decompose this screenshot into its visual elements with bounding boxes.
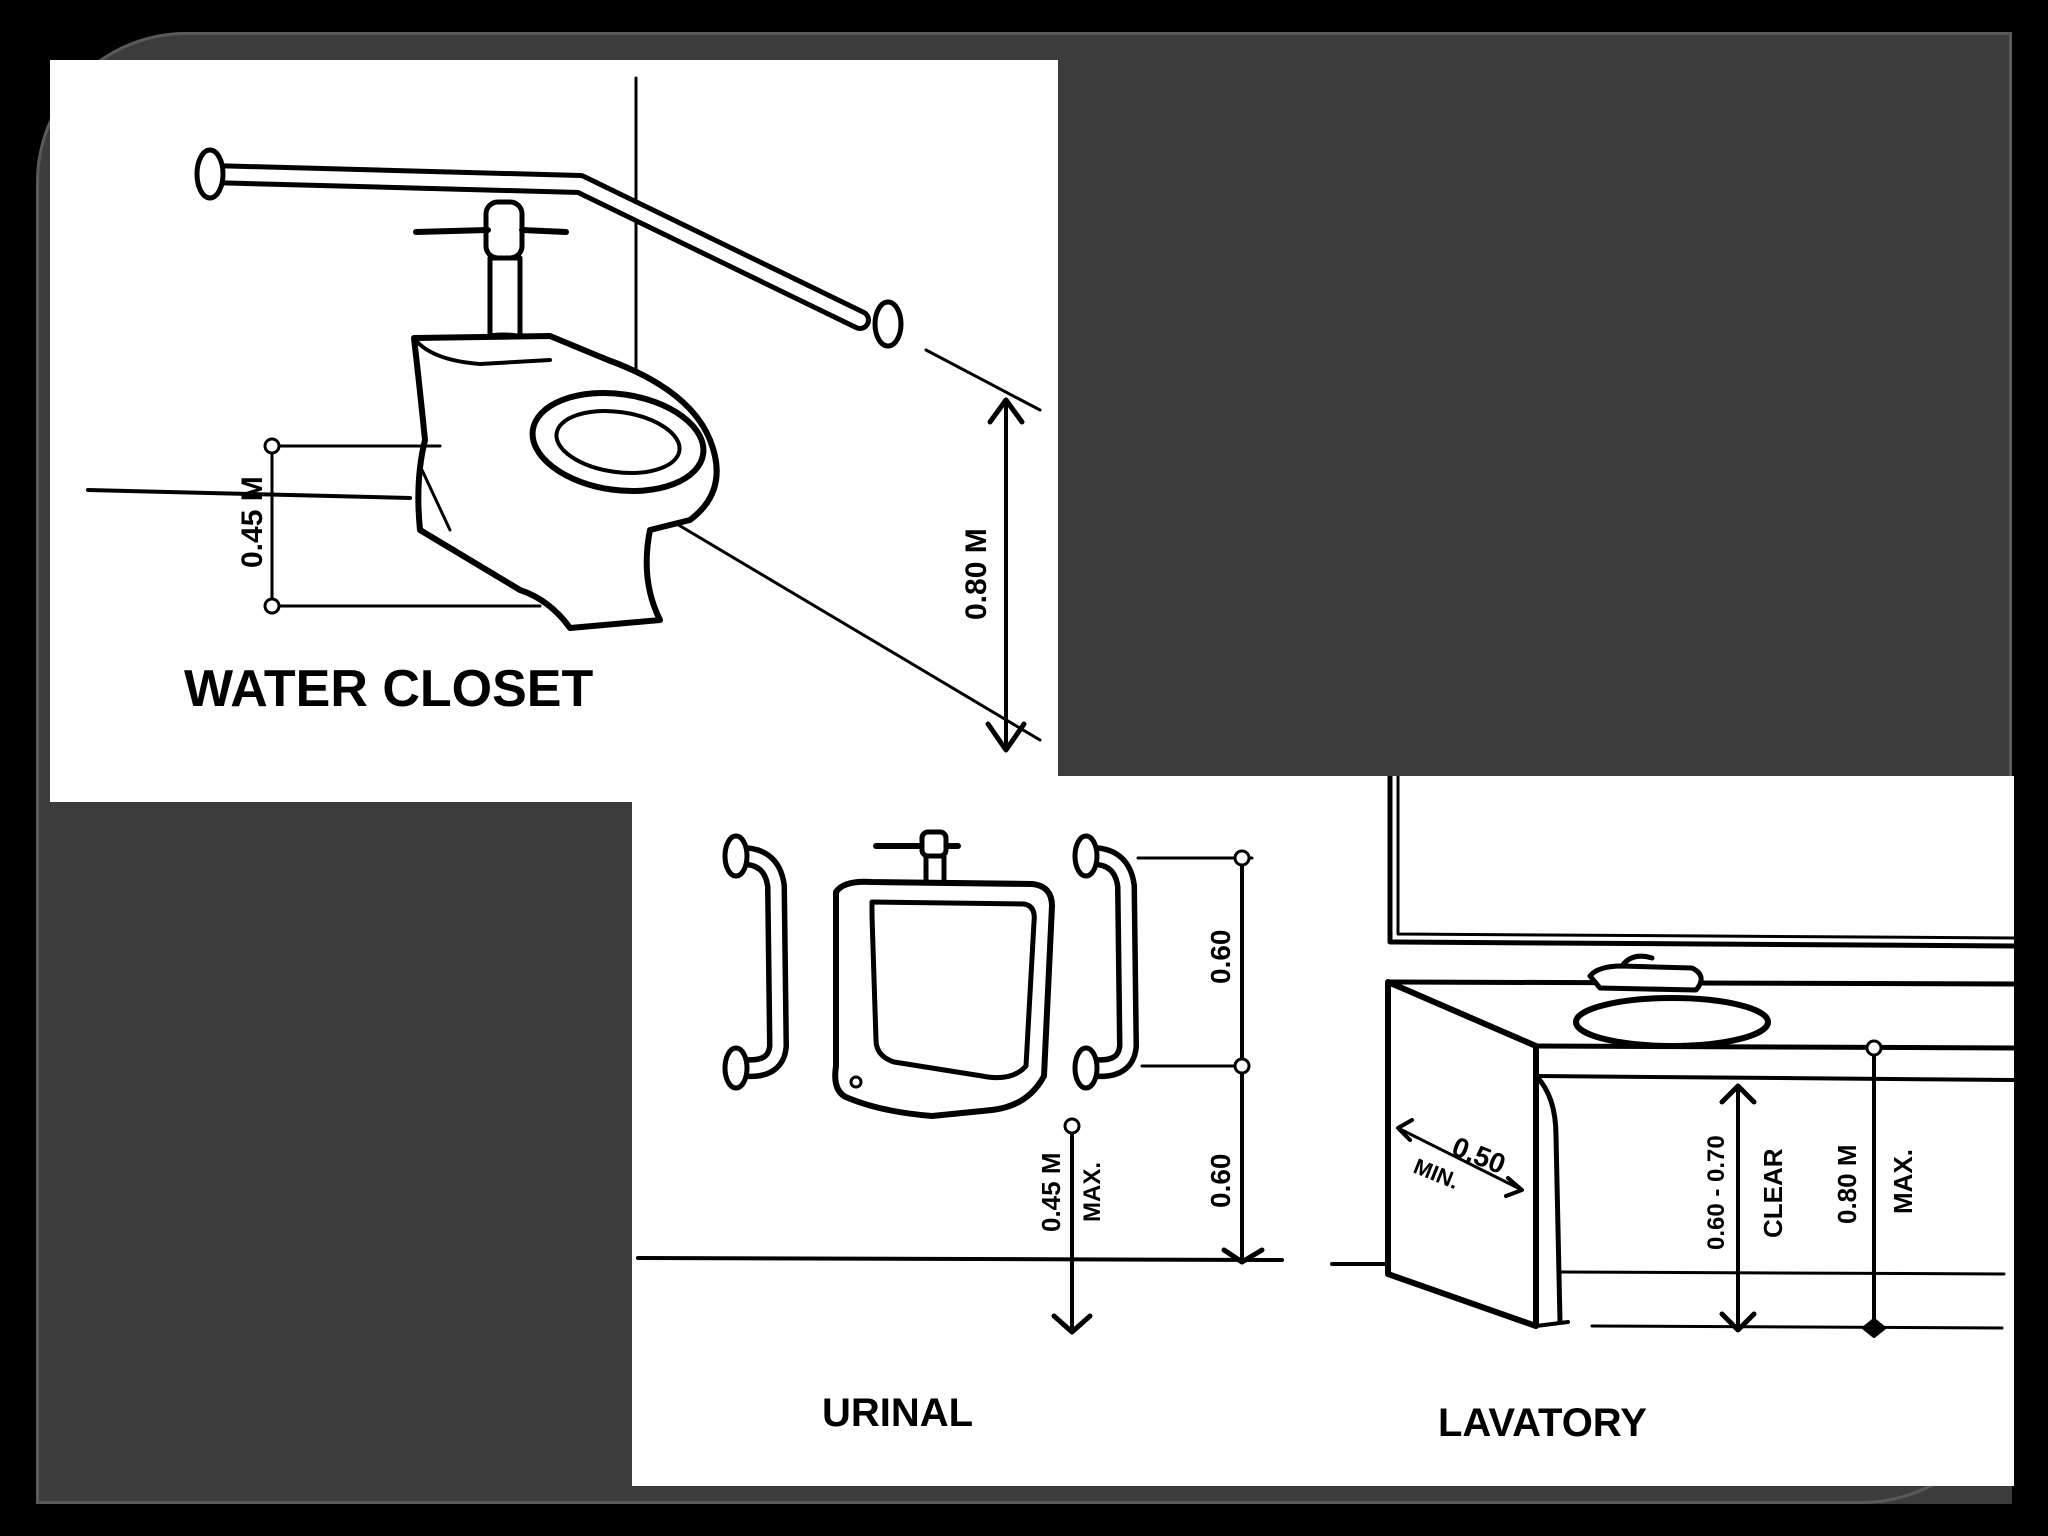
urinal-lavatory-panel: 0.60 0.60 0.45 M MAX. URINAL 0.50 MIN. 0… xyxy=(632,776,2014,1486)
lavatory-depth-dimension xyxy=(1396,1118,1524,1198)
urinal-title: URINAL xyxy=(822,1391,973,1435)
urinal-rim-dimension xyxy=(1051,1117,1093,1335)
max-height-dimension xyxy=(1862,1039,1886,1338)
water-closet-drawing: 0.45 M 0.80 M WATER CLOSET xyxy=(86,76,1042,753)
urinal-icon xyxy=(832,878,1055,1119)
urinal-lower-dim-label: 0.60 xyxy=(1205,1154,1236,1209)
flush-valve-icon xyxy=(413,199,569,356)
urinal-rim-dim-label: 0.45 M xyxy=(1036,1153,1066,1233)
mirror-icon xyxy=(1387,776,2014,949)
water-closet-panel: 0.45 M 0.80 M WATER CLOSET xyxy=(50,60,1058,802)
lavatory-title: LAVATORY xyxy=(1438,1401,1647,1445)
seat-height-label: 0.45 M xyxy=(236,476,269,568)
urinal-height-dimension xyxy=(1136,849,1265,1265)
seat-height-dimension xyxy=(263,437,542,615)
urinal-grab-bar-left xyxy=(722,833,789,1091)
water-closet-title: WATER CLOSET xyxy=(184,660,593,718)
urinal-rim-max-label: MAX. xyxy=(1079,1162,1106,1222)
urinal-floor-line xyxy=(636,1256,1284,1262)
urinal-lavatory-drawing: 0.60 0.60 0.45 M MAX. URINAL 0.50 MIN. 0… xyxy=(636,776,2014,1445)
floor-line-left xyxy=(86,488,412,500)
max-height-value-label: 0.80 M xyxy=(1832,1145,1862,1225)
clear-height-value-label: 0.60 - 0.70 xyxy=(1703,1135,1730,1250)
urinal-upper-dim-label: 0.60 xyxy=(1205,930,1236,985)
floor-line-right xyxy=(648,506,1042,742)
toilet-icon xyxy=(411,333,720,631)
max-height-max-label: MAX. xyxy=(1888,1149,1918,1214)
lavatory-counter-icon xyxy=(1330,979,2014,1330)
grab-bar-height-dimension xyxy=(924,348,1042,753)
grab-bar xyxy=(194,147,904,349)
clear-height-dimension xyxy=(1719,1083,1757,1333)
grab-bar-height-label: 0.80 M xyxy=(960,528,993,620)
urinal-grab-bar-right xyxy=(1072,833,1139,1091)
clear-height-word-label: CLEAR xyxy=(1758,1148,1788,1238)
sink-icon xyxy=(1573,953,1771,1049)
